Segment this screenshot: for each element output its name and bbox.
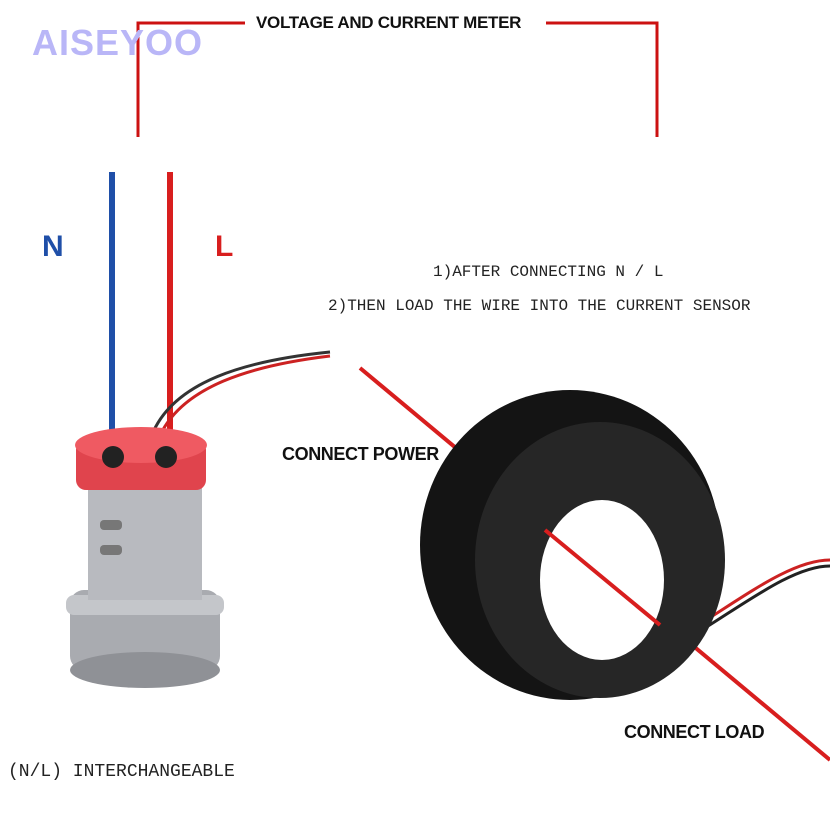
instruction-step-2: 2)THEN LOAD THE WIRE INTO THE CURRENT SE…: [328, 297, 751, 315]
meter-bracket-right: [546, 21, 659, 137]
sensor-lead-red: [156, 354, 331, 441]
sensor-lead-black: [148, 350, 331, 441]
current-sensor-icon: [420, 390, 830, 700]
live-label: L: [215, 230, 234, 263]
brand-logo: AISEYOO: [32, 22, 204, 63]
connect-load-label: CONNECT LOAD: [624, 722, 765, 742]
meter-device-icon: [66, 427, 224, 688]
load-wire-front: [543, 528, 662, 627]
diagram-title: VOLTAGE AND CURRENT METER: [256, 13, 522, 32]
meter-bracket: [136, 21, 245, 137]
connect-power-label: CONNECT POWER: [282, 444, 439, 464]
neutral-label: N: [42, 230, 64, 263]
instruction-step-1: 1)AFTER CONNECTING N / L: [433, 263, 664, 281]
interchangeable-note: (N/L) INTERCHANGEABLE: [8, 762, 235, 782]
